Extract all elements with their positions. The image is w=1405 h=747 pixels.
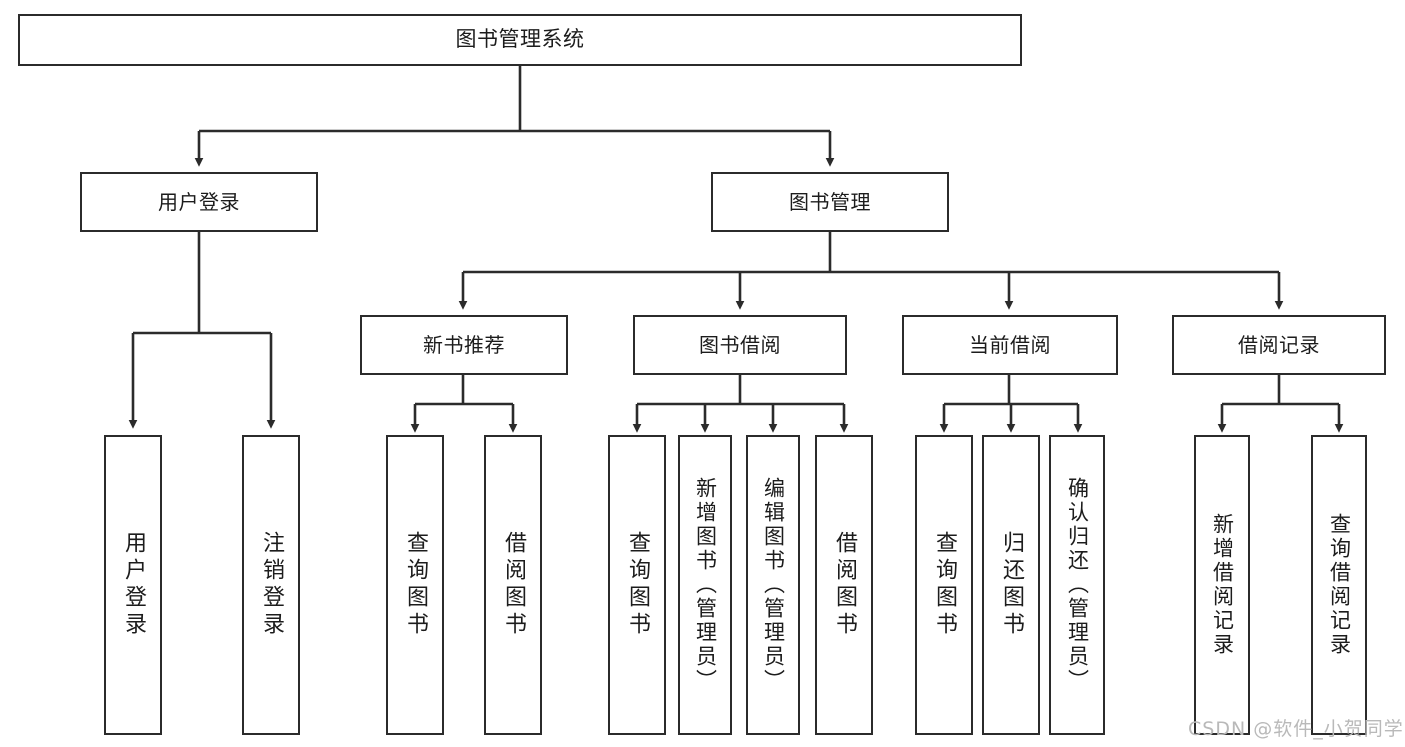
node-label: 新增借阅记录: [1210, 513, 1235, 657]
node-label: 确认归还（管理员）: [1065, 477, 1090, 693]
node-label: 借阅图书: [832, 531, 857, 639]
leaf-borrow-record-add-record[interactable]: 新增借阅记录: [1194, 435, 1250, 735]
leaf-book-borrow-add-book-admin[interactable]: 新增图书（管理员）: [678, 435, 732, 735]
node-label: 查询借阅记录: [1327, 513, 1352, 657]
node-borrow-record[interactable]: 借阅记录: [1172, 315, 1386, 375]
node-label: 图书借阅: [699, 332, 781, 357]
leaf-current-borrow-query-book[interactable]: 查询图书: [915, 435, 973, 735]
node-label: 编辑图书（管理员）: [761, 477, 786, 693]
node-label: 图书管理系统: [455, 27, 585, 52]
leaf-user-login-login[interactable]: 用户登录: [104, 435, 162, 735]
leaf-borrow-record-query-record[interactable]: 查询借阅记录: [1311, 435, 1367, 735]
node-new-book-recommend[interactable]: 新书推荐: [360, 315, 568, 375]
node-label: 用户登录: [121, 531, 146, 639]
node-user-login[interactable]: 用户登录: [80, 172, 318, 232]
node-label: 新书推荐: [423, 332, 505, 357]
leaf-new-book-borrow-book[interactable]: 借阅图书: [484, 435, 542, 735]
leaf-new-book-query-book[interactable]: 查询图书: [386, 435, 444, 735]
node-book-borrow[interactable]: 图书借阅: [633, 315, 847, 375]
node-label: 注销登录: [259, 531, 284, 639]
node-label: 借阅图书: [501, 531, 526, 639]
leaf-current-borrow-confirm-return-admin[interactable]: 确认归还（管理员）: [1049, 435, 1105, 735]
node-label: 用户登录: [158, 189, 240, 214]
node-label: 归还图书: [999, 531, 1024, 639]
node-root-system[interactable]: 图书管理系统: [18, 14, 1022, 66]
node-label: 查询图书: [403, 531, 428, 639]
node-label: 借阅记录: [1238, 332, 1320, 357]
leaf-book-borrow-borrow-book[interactable]: 借阅图书: [815, 435, 873, 735]
node-label: 当前借阅: [969, 332, 1051, 357]
node-label: 查询图书: [625, 531, 650, 639]
csdn-watermark: CSDN @软件_小贺同学: [1188, 718, 1404, 740]
node-current-borrow[interactable]: 当前借阅: [902, 315, 1118, 375]
node-book-management[interactable]: 图书管理: [711, 172, 949, 232]
node-label: 查询图书: [932, 531, 957, 639]
leaf-book-borrow-edit-book-admin[interactable]: 编辑图书（管理员）: [746, 435, 800, 735]
node-label: 新增图书（管理员）: [693, 477, 718, 693]
leaf-current-borrow-return-book[interactable]: 归还图书: [982, 435, 1040, 735]
leaf-user-login-logout[interactable]: 注销登录: [242, 435, 300, 735]
leaf-book-borrow-query-book[interactable]: 查询图书: [608, 435, 666, 735]
node-label: 图书管理: [789, 189, 871, 214]
